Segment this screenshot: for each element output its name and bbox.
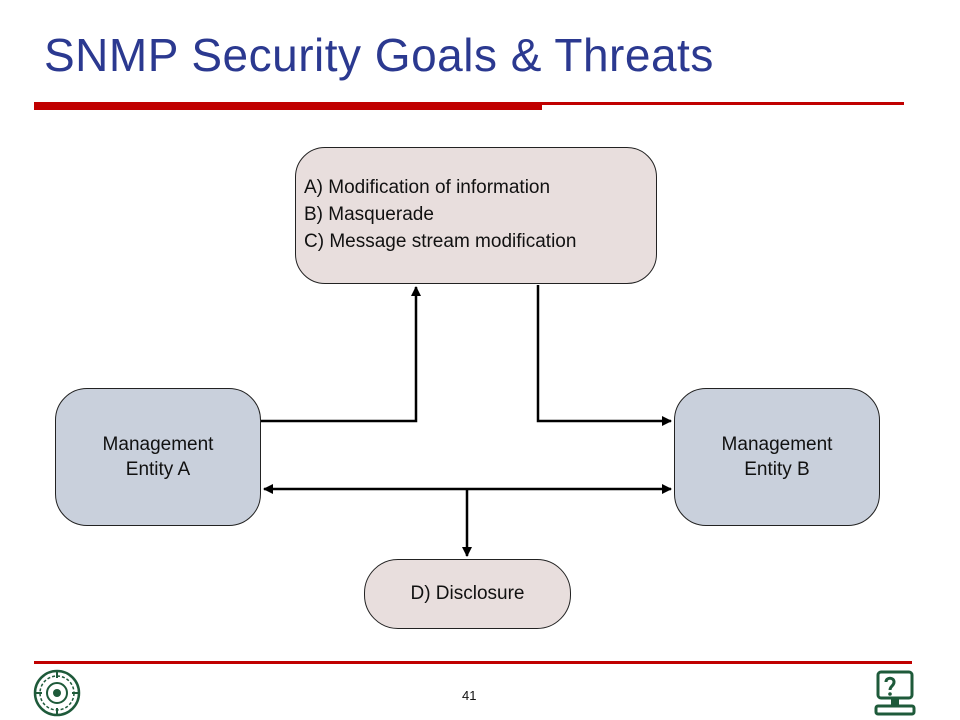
disclosure-box: D) Disclosure [364, 559, 571, 629]
entity-b-line1: Management [721, 434, 833, 455]
threats-box: A) Modification of information B) Masque… [295, 147, 657, 284]
threat-masquerade: B) Masquerade [304, 204, 434, 225]
connector-a-to-threats [261, 286, 421, 423]
page-number: 41 [462, 688, 477, 703]
slide-title: SNMP Security Goals & Threats [44, 29, 714, 81]
footer-divider [34, 661, 912, 664]
connector-threats-to-b [536, 285, 672, 426]
computer-department-icon [874, 670, 916, 716]
entity-b-line2: Entity B [744, 459, 810, 480]
entity-a-line2: Entity A [125, 459, 191, 480]
threat-modification: A) Modification of information [304, 177, 551, 198]
title-divider-thick [34, 102, 542, 110]
disclosure-label: D) Disclosure [410, 583, 525, 604]
university-emblem-icon [33, 669, 81, 717]
entity-a-line1: Management [102, 434, 214, 455]
management-entity-b: Management Entity B [674, 388, 880, 526]
management-entity-a: Management Entity A [55, 388, 261, 526]
threat-stream-modification: C) Message stream modification [304, 231, 577, 252]
